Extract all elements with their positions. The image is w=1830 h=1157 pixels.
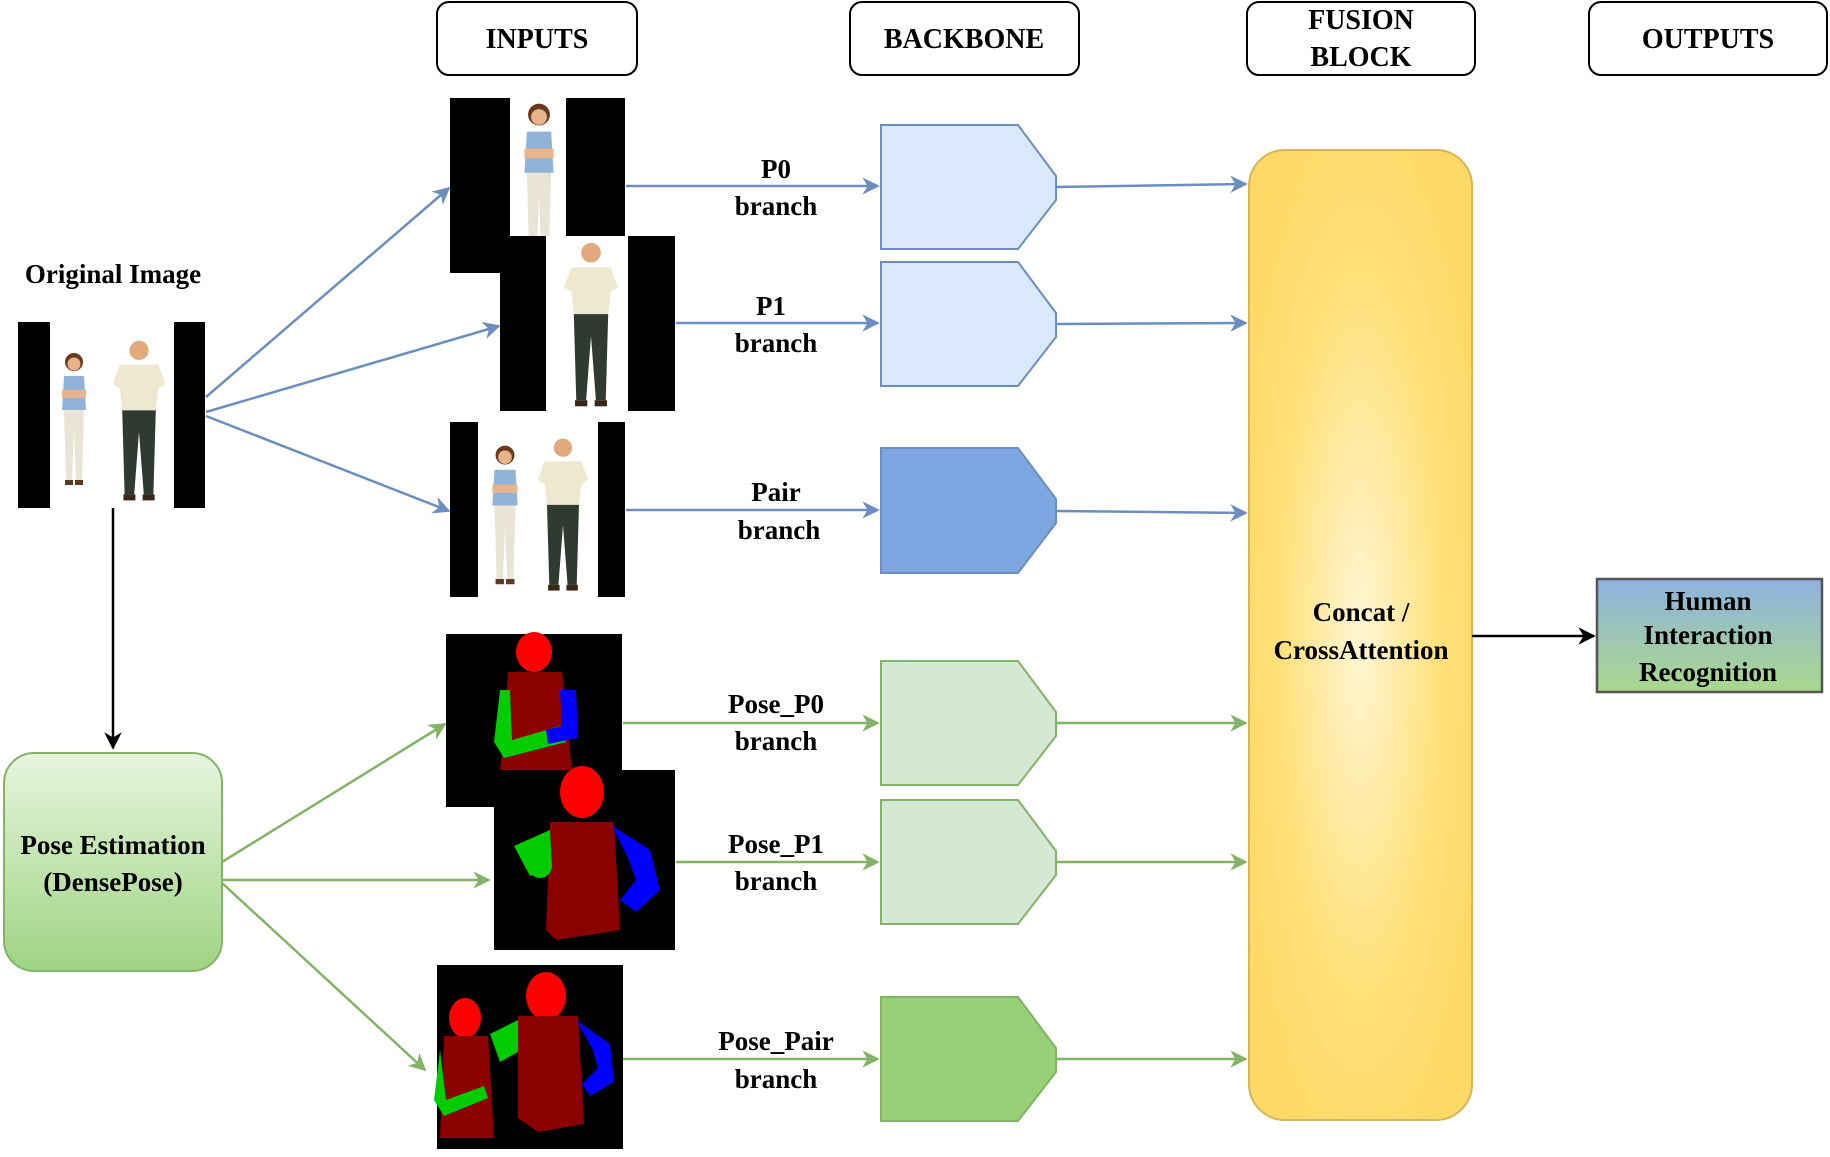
backbone-block [880,447,1057,574]
fusion-line2: CrossAttention [1274,635,1449,665]
column-headers: INPUTS BACKBONE FUSION BLOCK OUTPUTS [436,1,1828,76]
branch-suffix: branch [735,726,818,756]
branch-row-p1: P1 branch [676,261,1248,387]
original-image-label: Original Image [25,259,201,289]
branch-row-pose-p0: Pose_P0 branch [623,660,1248,786]
inputs-header-box [436,1,638,76]
branch-name: P1 [756,291,786,321]
inputs-header: INPUTS [486,24,589,55]
branch-name: Pose_P1 [728,829,824,859]
branch-row-pair: Pair branch [626,447,1248,574]
fusion-block: Concat / CrossAttention [1248,149,1473,1121]
output-box: Human Interaction Recognition [1595,577,1824,694]
branch-name: P0 [761,154,791,184]
backbone-block [880,799,1057,925]
pose-to-inputs-arrows [221,722,491,1072]
branch-suffix: branch [735,866,818,896]
branch-row-pose-pair: Pose_Pair branch [623,996,1248,1122]
backbone-block [880,124,1057,250]
fusion-header-line2: BLOCK [1310,42,1411,73]
input-thumb-pair [450,422,625,597]
branch-row-p0: P0 branch [626,124,1248,250]
backbone-block [880,996,1057,1122]
outputs-header-box [1588,1,1828,76]
pose-estimation-box: Pose Estimation (DensePose) [3,752,223,972]
branch-name: Pose_Pair [718,1026,833,1056]
backbone-header: BACKBONE [884,24,1044,55]
output-line2: Interaction [1644,620,1773,650]
branch-row-pose-p1: Pose_P1 branch [676,799,1248,925]
output-line1: Human [1664,586,1751,616]
original-image [18,322,205,508]
branch-suffix: branch [735,191,818,221]
original-to-inputs-arrows [104,186,501,750]
pose-estimation-line2: (DensePose) [43,867,182,897]
pose-thumb-p1 [494,766,675,950]
input-thumb-p1 [500,236,675,411]
outputs-header: OUTPUTS [1642,24,1774,55]
backbone-header-box [849,1,1080,76]
backbone-block [880,660,1057,786]
output-line3: Recognition [1639,657,1777,687]
branch-suffix: branch [735,1064,818,1094]
pose-thumb-pair [434,965,623,1149]
branch-suffix: branch [735,328,818,358]
fusion-header-line1: FUSION [1308,5,1414,36]
backbone-block [880,261,1057,387]
pose-estimation-line1: Pose Estimation [20,830,205,860]
branch-name: Pair [751,477,800,507]
fusion-header-box [1246,1,1476,76]
branch-suffix: branch [738,515,821,545]
branch-name: Pose_P0 [728,689,824,719]
fusion-line1: Concat / [1313,597,1410,627]
